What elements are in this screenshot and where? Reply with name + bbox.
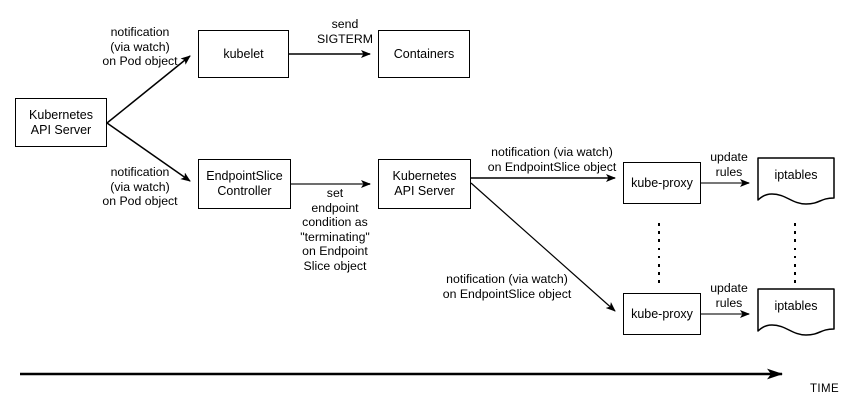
node-containers[interactable]: Containers <box>378 30 470 78</box>
ellipsis-dot <box>793 280 797 283</box>
edge-label-send-sigterm: send SIGTERM <box>316 17 374 46</box>
ellipsis-dot <box>657 272 661 275</box>
ellipsis-dot <box>793 263 797 267</box>
ellipsis-dot <box>793 231 797 234</box>
ellipsis-dot <box>657 231 661 234</box>
node-label: kube-proxy <box>631 175 693 190</box>
edge-label-notify-kubelet: notification (via watch) on Pod object <box>102 25 178 69</box>
node-kubelet[interactable]: kubelet <box>198 30 289 78</box>
node-label: Kubernetes API Server <box>29 107 93 137</box>
vertical-ellipsis-kube-proxy <box>654 223 664 283</box>
node-iptables-top[interactable]: iptables <box>757 157 835 207</box>
node-api-server-left[interactable]: Kubernetes API Server <box>15 98 107 147</box>
node-label: kube-proxy <box>631 306 693 321</box>
edge-label-notify-kube-proxy-top: notification (via watch) on EndpointSlic… <box>487 145 617 174</box>
node-label: kubelet <box>223 46 264 61</box>
time-axis-label: TIME <box>810 383 840 395</box>
edge-label-set-endpoint-condition: set endpoint condition as "terminating" … <box>300 186 370 273</box>
node-kube-proxy-bottom[interactable]: kube-proxy <box>623 293 701 335</box>
ellipsis-dot <box>657 247 661 251</box>
ellipsis-dot <box>657 280 661 283</box>
node-kube-proxy-top[interactable]: kube-proxy <box>623 162 701 204</box>
edge-label-notify-kube-proxy-bottom: notification (via watch) on EndpointSlic… <box>442 272 572 301</box>
ellipsis-dot <box>657 223 661 226</box>
ellipsis-dot <box>793 247 797 251</box>
ellipsis-dot <box>657 255 661 259</box>
node-label: Kubernetes API Server <box>392 169 457 198</box>
node-iptables-bottom[interactable]: iptables <box>757 288 835 338</box>
ellipsis-dot <box>793 255 797 259</box>
node-api-server-mid[interactable]: Kubernetes API Server <box>378 159 471 209</box>
node-label: iptables <box>774 168 818 182</box>
ellipsis-dot <box>793 272 797 275</box>
edge-label-notify-endpointslice-controller: notification (via watch) on Pod object <box>102 165 178 209</box>
node-label: iptables <box>774 299 818 313</box>
document-shape-icon <box>757 157 835 205</box>
node-label: EndpointSlice Controller <box>206 169 283 198</box>
node-label: Containers <box>393 46 455 61</box>
ellipsis-dot <box>793 223 797 226</box>
edge-label-update-rules-bottom: update rules <box>710 281 748 310</box>
ellipsis-dot <box>657 263 661 267</box>
ellipsis-dot <box>657 239 661 242</box>
node-endpointslice-controller[interactable]: EndpointSlice Controller <box>198 159 291 209</box>
vertical-ellipsis-iptables <box>790 223 800 283</box>
ellipsis-dot <box>793 239 797 242</box>
edge-label-update-rules-top: update rules <box>710 150 748 179</box>
document-shape-icon <box>757 288 835 336</box>
